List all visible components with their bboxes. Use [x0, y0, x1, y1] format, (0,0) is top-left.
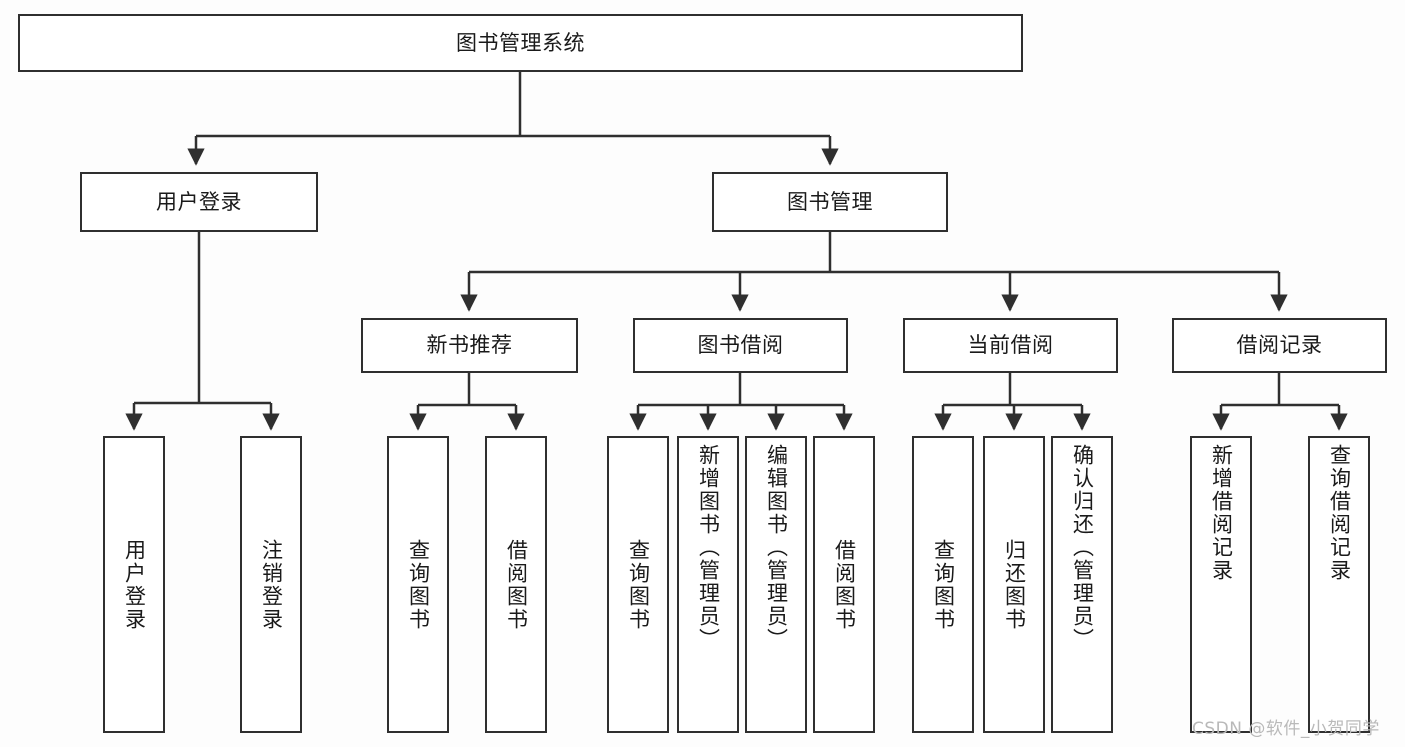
- node-label: 当前借阅: [967, 333, 1054, 358]
- node-leaf-query-book-recommend[interactable]: 查询图书: [387, 436, 449, 733]
- node-label: 用户登录: [156, 189, 242, 214]
- node-leaf-query-book-borrow[interactable]: 查询图书: [607, 436, 669, 733]
- node-label: 新增图书（管理员）: [696, 444, 721, 651]
- node-current-borrow[interactable]: 当前借阅: [903, 318, 1118, 373]
- node-leaf-borrow-book[interactable]: 借阅图书: [813, 436, 875, 733]
- node-leaf-user-login[interactable]: 用户登录: [103, 436, 165, 733]
- node-leaf-add-borrow-record[interactable]: 新增借阅记录: [1190, 436, 1252, 733]
- node-book-manage[interactable]: 图书管理: [712, 172, 948, 232]
- node-label: 借阅记录: [1236, 333, 1323, 358]
- node-label: 用户登录: [122, 538, 147, 631]
- node-label: 归还图书: [1002, 538, 1027, 631]
- node-label: 新书推荐: [426, 333, 513, 358]
- node-leaf-confirm-return-admin[interactable]: 确认归还（管理员）: [1051, 436, 1113, 733]
- node-label: 图书借阅: [697, 333, 784, 358]
- node-label: 查询图书: [626, 538, 651, 631]
- node-borrow-record[interactable]: 借阅记录: [1172, 318, 1387, 373]
- node-label: 注销登录: [259, 538, 284, 631]
- node-label: 借阅图书: [504, 538, 529, 631]
- node-label: 查询借阅记录: [1327, 444, 1352, 582]
- node-label: 图书管理: [787, 189, 873, 214]
- node-leaf-edit-book-admin[interactable]: 编辑图书（管理员）: [745, 436, 807, 733]
- node-label: 新增借阅记录: [1209, 444, 1234, 582]
- watermark-text: CSDN @软件_小贺同学: [1192, 719, 1380, 739]
- node-label: 查询图书: [406, 538, 431, 631]
- node-label: 确认归还（管理员）: [1070, 444, 1095, 651]
- node-label: 借阅图书: [832, 538, 857, 631]
- node-book-borrow[interactable]: 图书借阅: [633, 318, 848, 373]
- node-label: 查询图书: [931, 538, 956, 631]
- node-root-system[interactable]: 图书管理系统: [18, 14, 1023, 72]
- node-label: 编辑图书（管理员）: [764, 444, 789, 651]
- node-leaf-query-borrow-record[interactable]: 查询借阅记录: [1308, 436, 1370, 733]
- node-new-book-recommend[interactable]: 新书推荐: [361, 318, 578, 373]
- node-leaf-borrow-book-recommend[interactable]: 借阅图书: [485, 436, 547, 733]
- node-leaf-add-book-admin[interactable]: 新增图书（管理员）: [677, 436, 739, 733]
- node-user-login[interactable]: 用户登录: [80, 172, 318, 232]
- node-leaf-logout[interactable]: 注销登录: [240, 436, 302, 733]
- node-label: 图书管理系统: [456, 30, 585, 55]
- node-leaf-return-book[interactable]: 归还图书: [983, 436, 1045, 733]
- node-leaf-query-book-current[interactable]: 查询图书: [912, 436, 974, 733]
